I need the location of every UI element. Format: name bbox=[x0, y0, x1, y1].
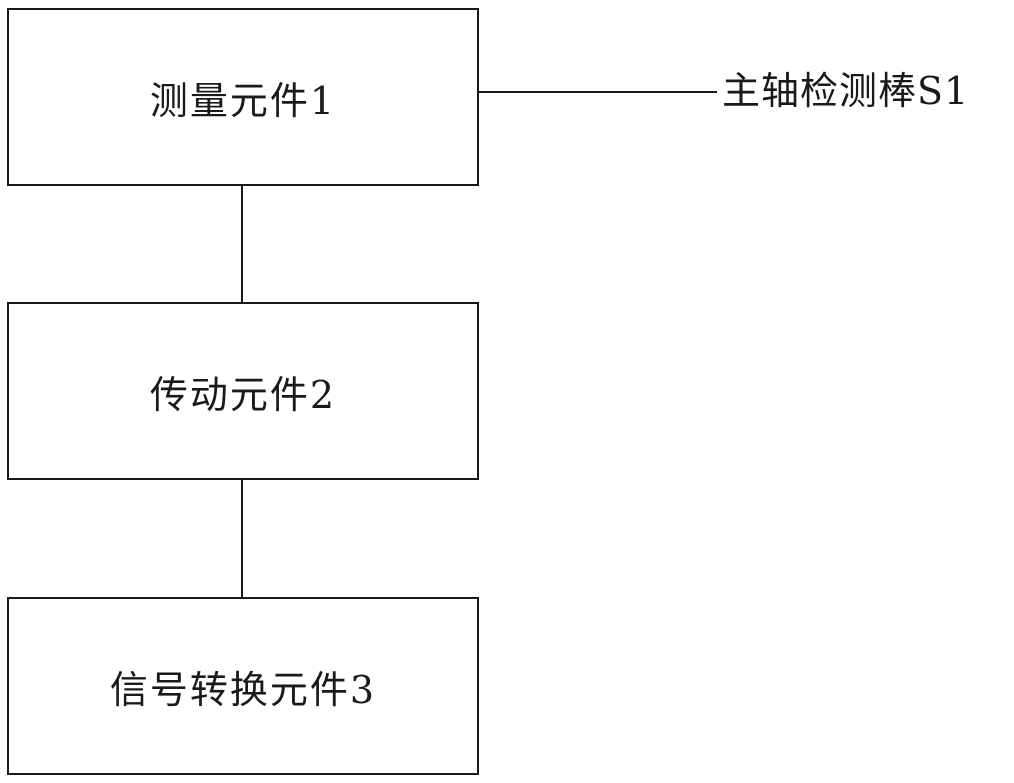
signal-conversion-element-box: 信号转换元件3 bbox=[7, 597, 479, 775]
connector-transmission-to-signal-conversion bbox=[241, 480, 243, 597]
connector-measuring-to-transmission bbox=[241, 186, 243, 302]
spindle-test-rod-label: 主轴检测棒S1 bbox=[722, 60, 969, 115]
signal-conversion-element-label: 信号转换元件3 bbox=[110, 659, 376, 714]
transmission-element-box: 传动元件2 bbox=[7, 302, 479, 480]
measuring-element-label: 测量元件1 bbox=[150, 70, 336, 125]
transmission-element-label: 传动元件2 bbox=[150, 364, 336, 419]
measuring-element-box: 测量元件1 bbox=[7, 8, 479, 186]
connector-measuring-to-spindle-test-rod bbox=[479, 91, 717, 93]
